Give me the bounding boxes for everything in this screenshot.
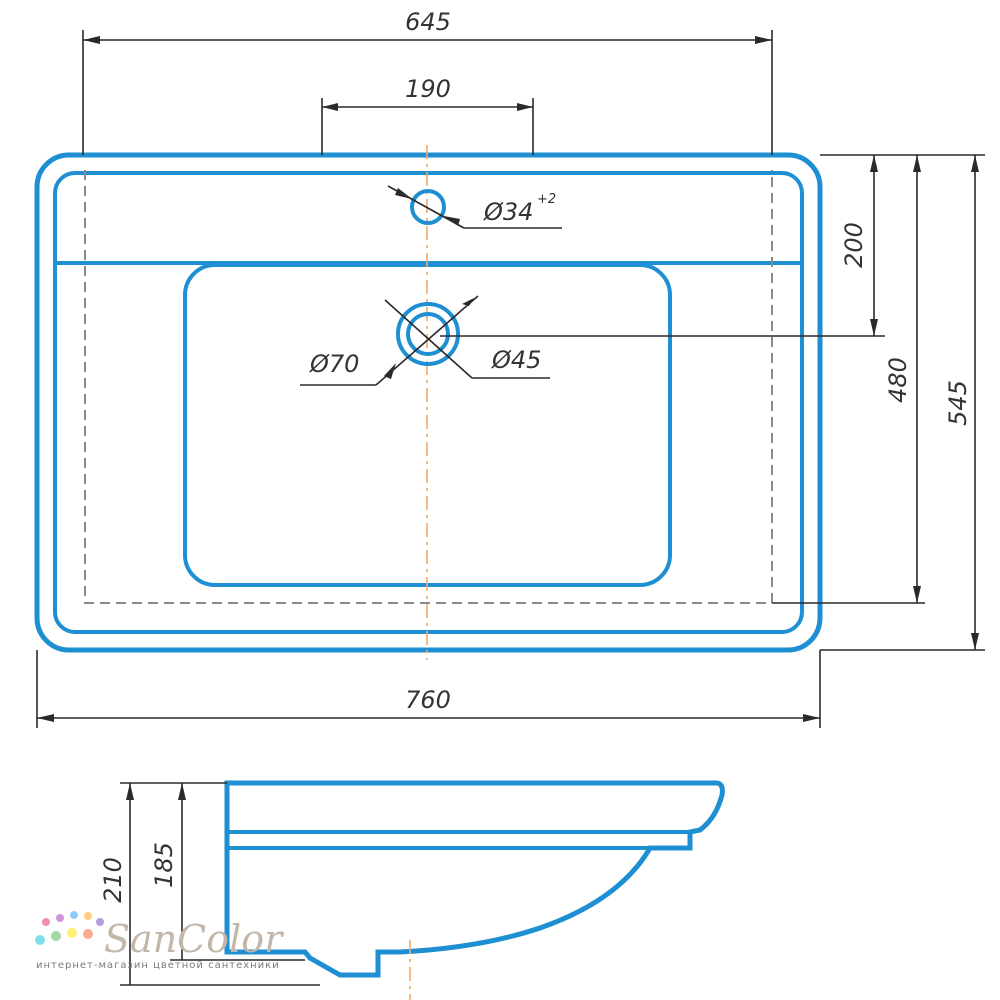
- dimension-tap-hole: Ø34 +2: [387, 185, 562, 229]
- dimension-200: 200: [440, 154, 885, 337]
- logo-tagline: интернет-магазин цветной сантехники: [36, 960, 280, 971]
- dimension-760: 760: [36, 650, 821, 728]
- dim-label-190: 190: [405, 75, 451, 103]
- dim-label-210: 210: [99, 857, 127, 903]
- dim-label-drain-outer: Ø70: [309, 350, 359, 378]
- dimension-545: 545: [820, 154, 985, 651]
- logo-dots-icon: [35, 911, 104, 945]
- basin-outer-outline: [34, 152, 823, 653]
- tap-hole: [410, 189, 446, 225]
- logo-brand-text: SanColor: [104, 917, 285, 961]
- dimension-210: 210: [99, 782, 320, 986]
- dimension-645: 645: [82, 8, 773, 155]
- dim-label-645: 645: [405, 8, 451, 36]
- dimension-190: 190: [321, 75, 534, 155]
- drain-inner: [406, 312, 450, 356]
- dim-label-480: 480: [884, 357, 912, 403]
- dim-label-760: 760: [405, 686, 451, 714]
- sancolor-logo: SanColor интернет-магазин цветной сантех…: [35, 911, 285, 971]
- dim-label-tap-hole: Ø34: [483, 198, 533, 226]
- basin-rim-outline: [53, 171, 804, 634]
- dim-label-tap-tolerance: +2: [537, 192, 556, 207]
- dim-label-185: 185: [150, 842, 178, 888]
- drain-outer: [396, 302, 460, 366]
- dim-label-drain-inner: Ø45: [491, 346, 541, 374]
- dimension-drain: Ø70 Ø45: [300, 295, 550, 386]
- dim-label-200: 200: [840, 222, 868, 268]
- dim-label-545: 545: [944, 380, 972, 426]
- top-view: 645 190 Ø34 +2: [34, 8, 985, 728]
- hidden-cabinet-outline: [84, 170, 773, 604]
- side-profile-outline: [224, 780, 725, 978]
- side-view: 210 185: [99, 780, 725, 1000]
- dimension-185: 185: [150, 783, 305, 961]
- dimension-480: 480: [772, 154, 925, 604]
